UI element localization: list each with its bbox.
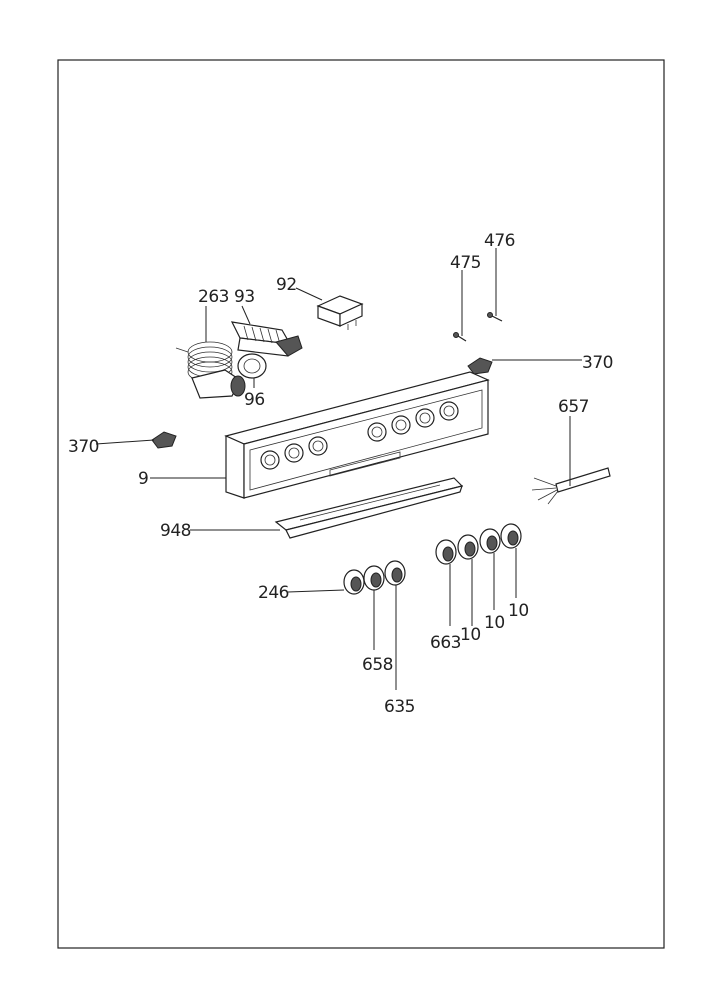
part-370-clip-right: [467, 357, 493, 375]
callout-663: 663: [430, 633, 461, 653]
callout-658: 658: [362, 655, 393, 675]
callout-246: 246: [258, 583, 289, 603]
callout-657: 657: [558, 397, 589, 417]
part-948-bracket: [274, 477, 464, 539]
callout-10-a: 10: [460, 625, 481, 645]
part-96-ring: [237, 353, 267, 379]
leader-lines: [95, 248, 582, 690]
panel-knob-holes: [260, 401, 459, 470]
callout-92: 92: [276, 275, 297, 295]
callout-370-right: 370: [582, 353, 613, 373]
callout-263: 263: [198, 287, 229, 307]
part-476-screw: [487, 312, 503, 322]
callout-93: 93: [234, 287, 255, 307]
knob-group-left: [343, 560, 406, 595]
callout-10-b: 10: [484, 613, 505, 633]
callout-635: 635: [384, 697, 415, 717]
callout-370-left: 370: [68, 437, 99, 457]
callout-948: 948: [160, 521, 191, 541]
part-263-coil: [175, 341, 246, 399]
part-475-screw: [453, 332, 467, 342]
drawing-frame: [57, 59, 665, 949]
callout-96: 96: [244, 390, 265, 410]
callout-475: 475: [450, 253, 481, 273]
callout-10-c: 10: [508, 601, 529, 621]
part-370-clip-left: [151, 431, 177, 449]
part-657-wire: [531, 467, 611, 505]
callout-476: 476: [484, 231, 515, 251]
part-93-terminal-block: [230, 321, 303, 357]
part-92-relay: [316, 295, 364, 330]
knob-group-right: [435, 523, 522, 565]
callout-9: 9: [138, 469, 148, 489]
